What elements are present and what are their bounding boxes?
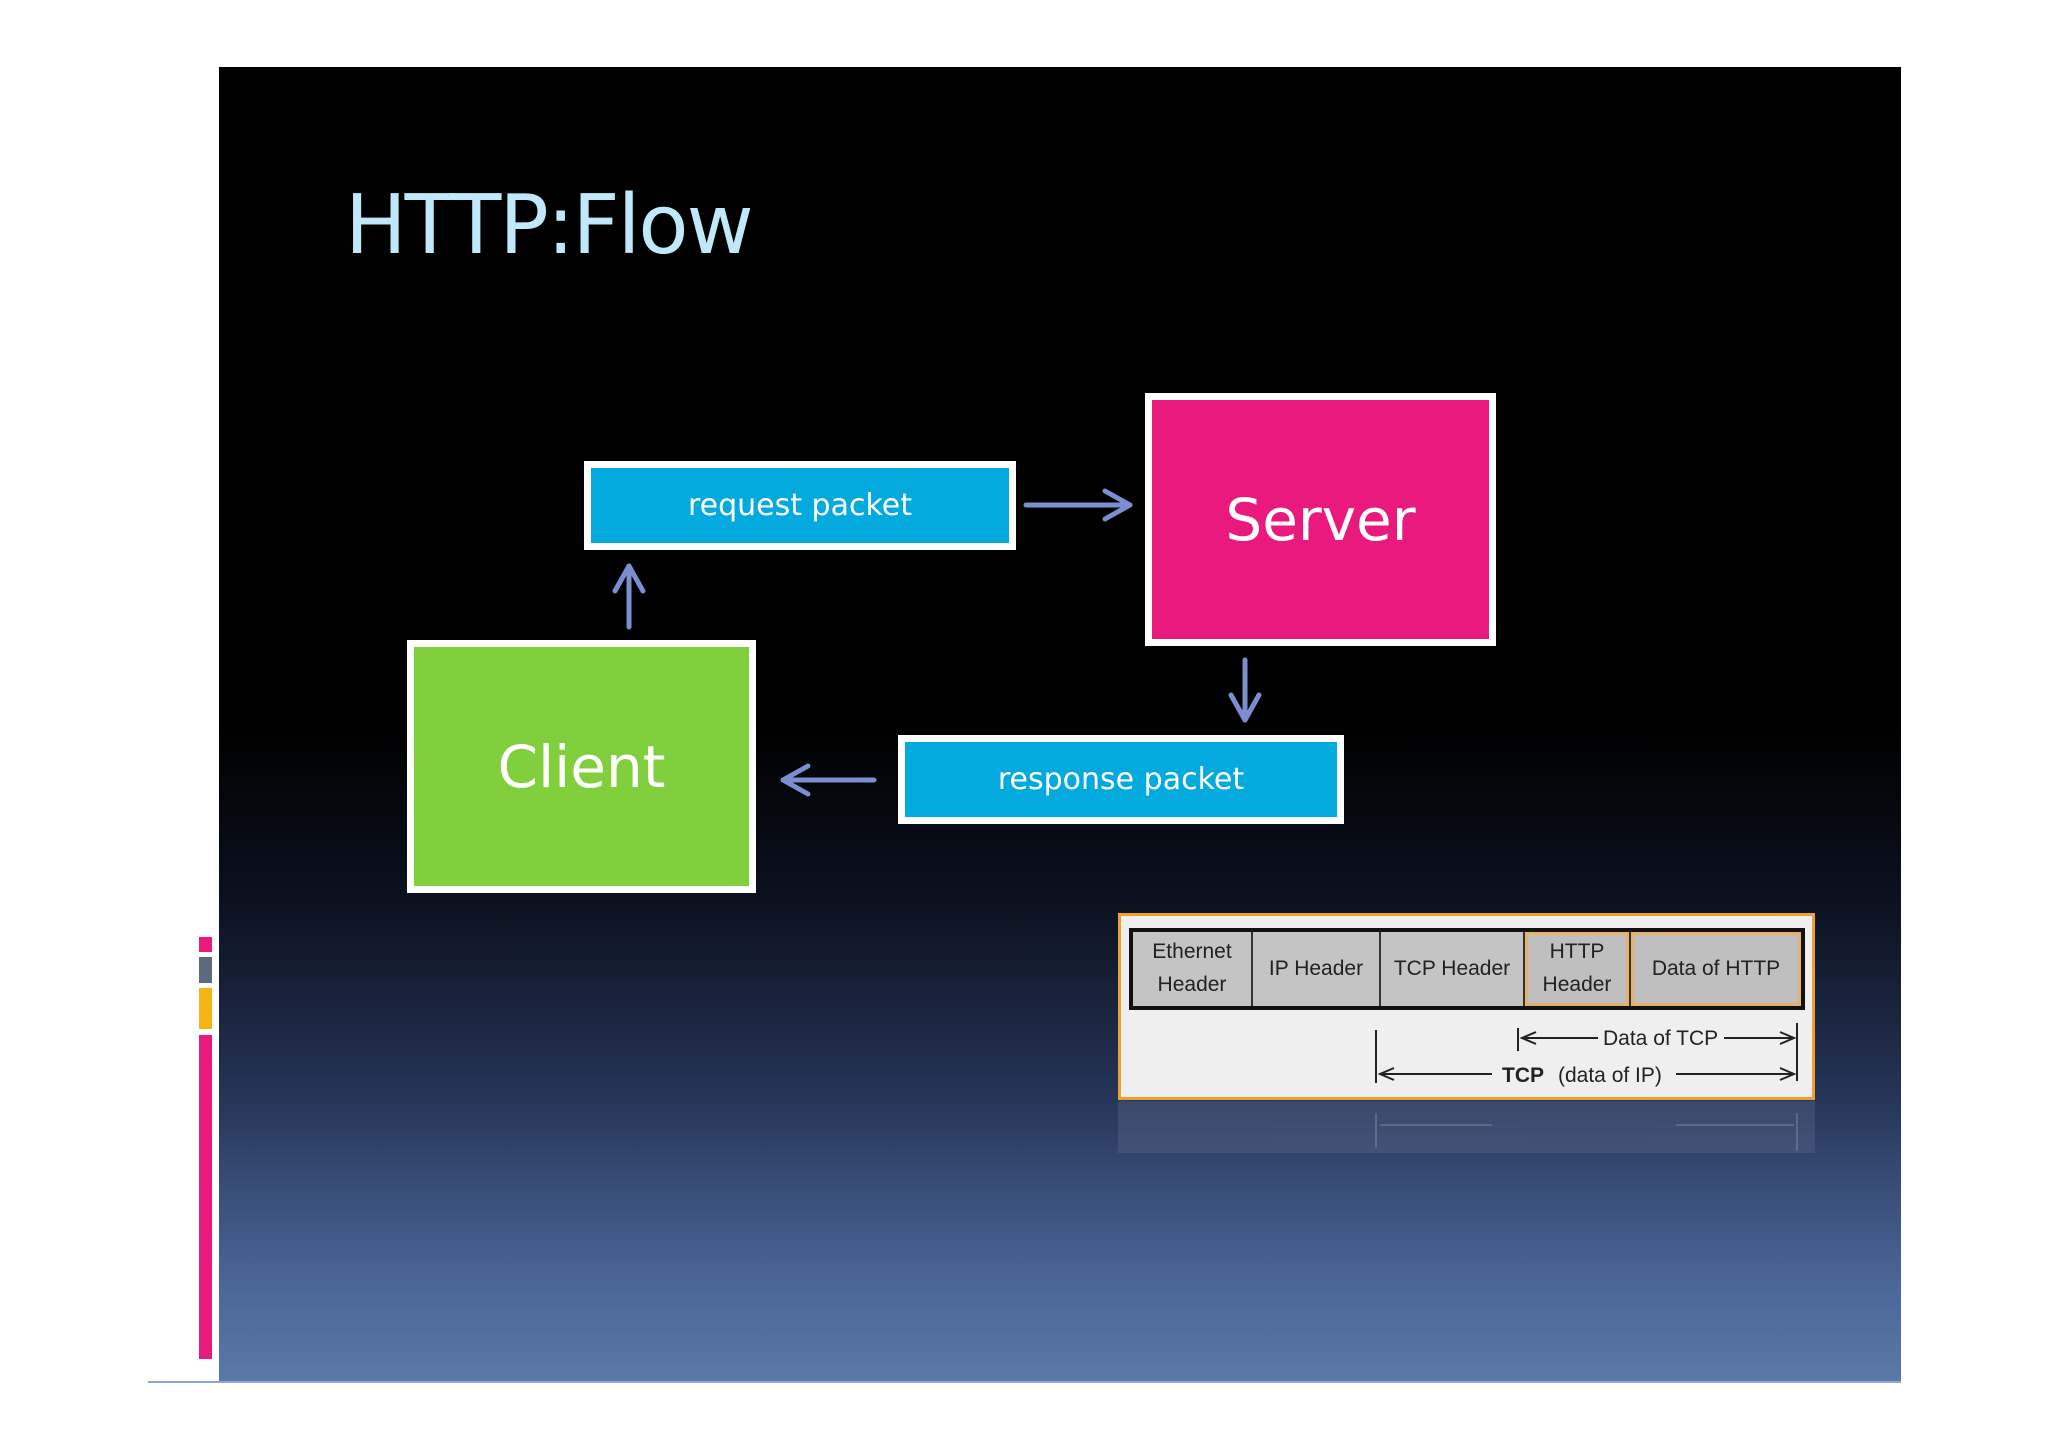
packet-span-annotations: Data of TCP TCP (data of IP) xyxy=(1118,1023,1815,1153)
arrow-response-to-client xyxy=(780,763,877,797)
server-label: Server xyxy=(1225,485,1416,554)
bottom-rule xyxy=(148,1381,1901,1383)
barcode-decoration xyxy=(190,196,219,268)
accent-bar-pink xyxy=(199,1035,212,1359)
page-title: HTTP:Flow xyxy=(345,178,754,273)
arrow-server-to-response xyxy=(1228,657,1262,723)
tcp-sub-label: (data of IP) xyxy=(1558,1064,1662,1087)
packet-reflection xyxy=(1118,1101,1815,1153)
accent-bar-gray xyxy=(199,957,212,983)
cell-tcp-header: TCP Header xyxy=(1381,932,1525,1006)
packet-structure-frame: Ethernet Header IP Header TCP Header HTT… xyxy=(1118,913,1815,1100)
tcp-label: TCP xyxy=(1502,1064,1544,1087)
arrow-request-to-server xyxy=(1023,488,1133,522)
arrow-client-to-request xyxy=(612,563,646,630)
request-packet-box: request packet xyxy=(584,461,1016,550)
cell-data-of-http: Data of HTTP xyxy=(1631,932,1801,1006)
cell-http-header: HTTP Header xyxy=(1525,932,1631,1006)
server-box: Server xyxy=(1145,393,1496,646)
response-packet-label: response packet xyxy=(997,762,1245,797)
cell-ethernet-header: Ethernet Header xyxy=(1133,932,1253,1006)
client-box: Client xyxy=(407,640,756,893)
accent-bar-pink-top xyxy=(199,937,212,952)
client-label: Client xyxy=(497,732,666,801)
request-packet-label: request packet xyxy=(687,488,913,523)
cell-ip-header: IP Header xyxy=(1253,932,1381,1006)
data-of-tcp-label: Data of TCP xyxy=(1603,1027,1718,1050)
accent-bar-orange xyxy=(199,988,212,1029)
response-packet-box: response packet xyxy=(898,735,1344,824)
packet-headers-row: Ethernet Header IP Header TCP Header HTT… xyxy=(1129,928,1805,1010)
